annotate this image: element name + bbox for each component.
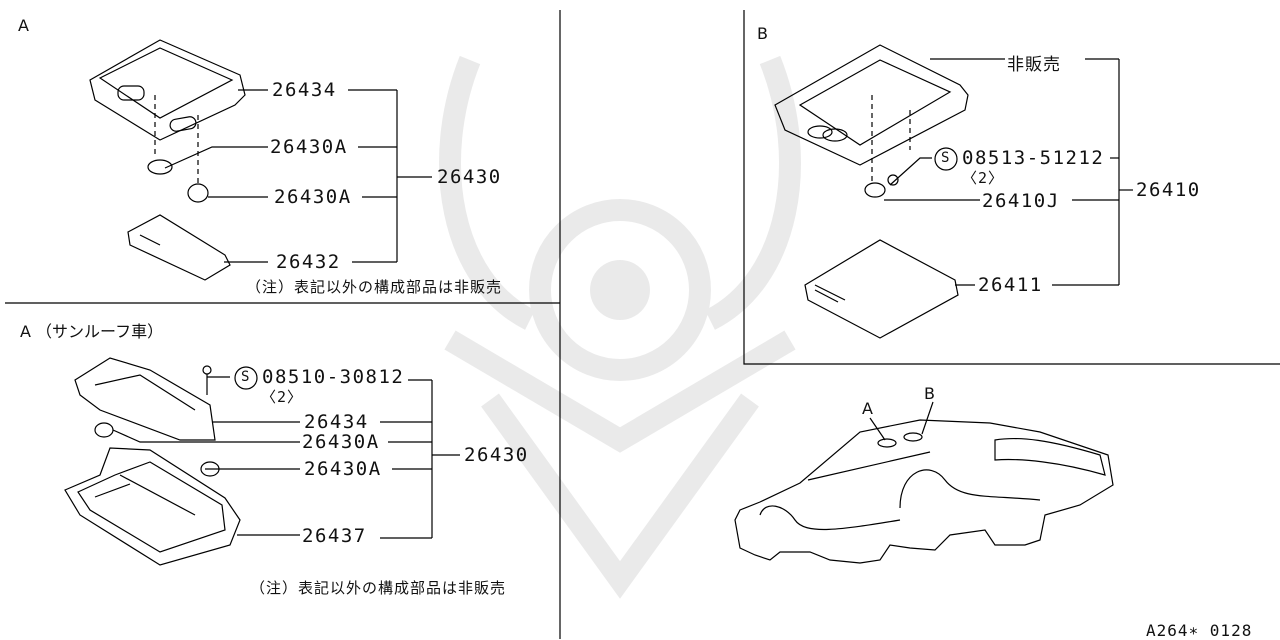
s-symbol-text: S bbox=[241, 369, 251, 385]
section-label-a-sunroof: A （サンルーフ車） bbox=[20, 322, 164, 341]
assembly-label[interactable]: 26430 bbox=[464, 444, 529, 466]
not-for-sale-note: （注）表記以外の構成部品は非販売 bbox=[246, 278, 503, 296]
part-label[interactable]: 26437 bbox=[302, 525, 367, 547]
assembly-label[interactable]: 26410 bbox=[1136, 179, 1201, 201]
not-for-sale-label: 非販売 bbox=[1007, 55, 1061, 75]
part-label[interactable]: 26430A bbox=[270, 136, 348, 158]
screw-qty: 〈2〉 bbox=[962, 169, 1005, 187]
part-label[interactable]: 26410J bbox=[982, 190, 1060, 212]
s-symbol-icon bbox=[234, 366, 258, 390]
part-label[interactable]: 26432 bbox=[276, 251, 341, 273]
part-label[interactable]: 26430A bbox=[304, 458, 382, 480]
diagram-code: A264∗ 0128 bbox=[1146, 621, 1253, 640]
section-label-a: A bbox=[18, 16, 29, 35]
screw-part-label[interactable]: 08510-30812 bbox=[262, 366, 405, 388]
screw-qty: 〈2〉 bbox=[261, 388, 304, 406]
s-symbol-icon bbox=[934, 147, 958, 171]
part-label[interactable]: 26430A bbox=[302, 431, 380, 453]
watermark-emblem bbox=[439, 55, 801, 599]
part-label[interactable]: 26411 bbox=[978, 274, 1043, 296]
part-label[interactable]: 26430A bbox=[274, 186, 352, 208]
s-symbol-text: S bbox=[941, 150, 951, 166]
assembly-label[interactable]: 26430 bbox=[437, 166, 502, 188]
section-label-b: B bbox=[757, 24, 768, 43]
car-marker-b: B bbox=[924, 384, 935, 403]
not-for-sale-note: （注）表記以外の構成部品は非販売 bbox=[250, 579, 507, 597]
car-marker-a: A bbox=[862, 399, 873, 418]
screw-part-label[interactable]: 08513-51212 bbox=[962, 147, 1105, 169]
part-label[interactable]: 26434 bbox=[272, 79, 337, 101]
part-label[interactable]: 26434 bbox=[304, 411, 369, 433]
